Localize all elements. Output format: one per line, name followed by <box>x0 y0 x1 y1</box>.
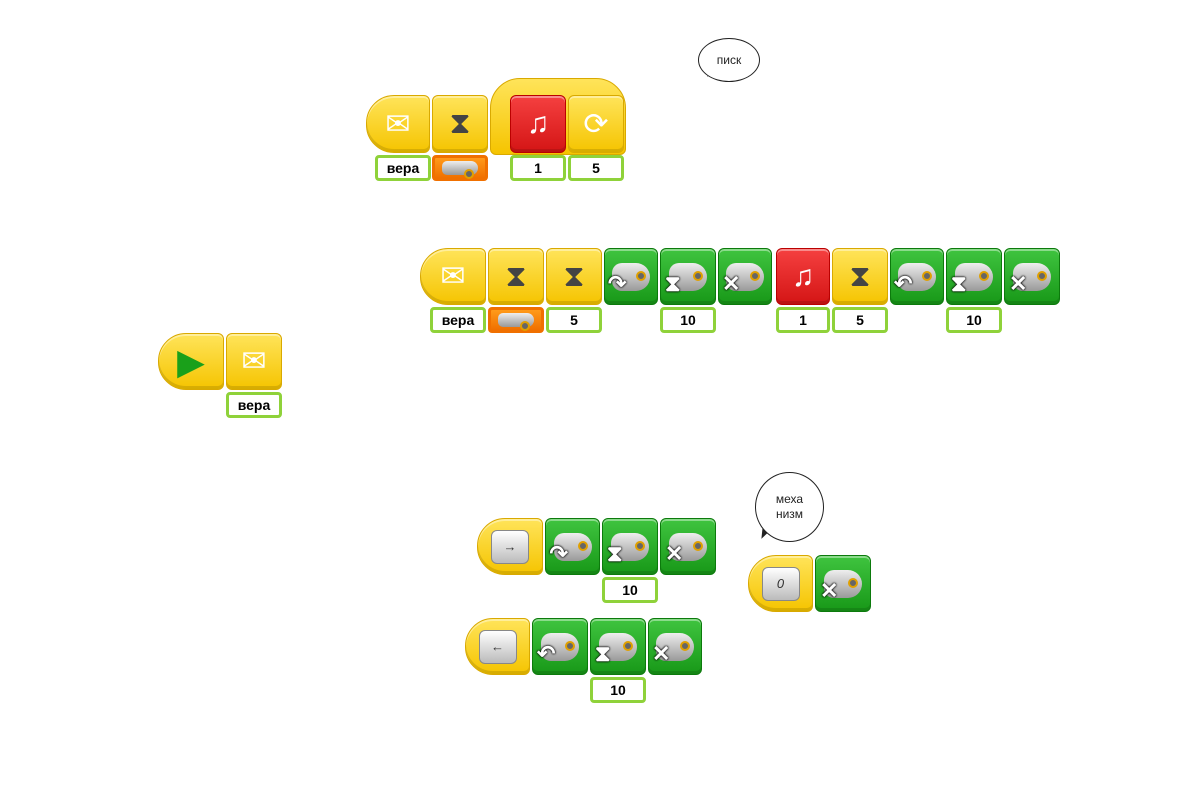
motor-counterclockwise-icon: ↶ <box>894 262 936 296</box>
motor-timer-icon: ⧗ <box>595 632 637 666</box>
start-block[interactable]: ▶ <box>158 333 224 390</box>
motor-off-icon-overlay: ✕ <box>665 540 684 566</box>
music-note-icon: ♫ <box>791 259 815 293</box>
motor-clockwise-icon: ↷ <box>608 262 650 296</box>
wait-block[interactable]: ⧗ <box>546 248 602 305</box>
hourglass-icon: ⧗ <box>505 259 527 293</box>
key-start-block[interactable]: → <box>477 518 543 575</box>
key-start-block[interactable]: 0 <box>748 555 813 612</box>
value-input[interactable]: 1 <box>510 155 566 181</box>
value-input[interactable]: вера <box>226 392 282 418</box>
key-start-block[interactable]: ← <box>465 618 530 675</box>
motor-timer-icon: ⧗ <box>665 262 707 296</box>
motor-this-way-block[interactable]: ↷ <box>545 518 600 575</box>
motor-on-for-block[interactable]: ⧗ <box>602 518 658 575</box>
sensor-brick-icon <box>442 161 478 179</box>
motor-clockwise-icon-overlay: ↷ <box>608 270 627 296</box>
motor-timer-icon-overlay: ⧗ <box>951 270 967 296</box>
speech-bubble-comment[interactable]: меха низм <box>755 472 824 542</box>
send-message-block[interactable]: ✉ <box>226 333 282 390</box>
envelope-icon: ✉ <box>440 260 466 293</box>
envelope-icon: ✉ <box>385 107 411 141</box>
value-input[interactable]: 10 <box>946 307 1002 333</box>
motor-off-icon: ✕ <box>1009 262 1051 296</box>
motor-off-block[interactable]: ✕ <box>660 518 716 575</box>
value-input[interactable]: 10 <box>590 677 646 703</box>
play-sound-block[interactable]: ♫ <box>776 248 830 305</box>
motor-off-icon-overlay: ✕ <box>722 270 741 296</box>
motor-that-way-block[interactable]: ↶ <box>532 618 588 675</box>
value-input[interactable]: 10 <box>602 577 658 603</box>
value-input[interactable]: вера <box>375 155 431 181</box>
key-zero-icon: 0 <box>761 566 800 601</box>
receive-message-block[interactable]: ✉ <box>420 248 486 305</box>
value-input[interactable]: 10 <box>660 307 716 333</box>
motor-off-block[interactable]: ✕ <box>1004 248 1060 305</box>
motor-counterclockwise-icon-overlay: ↶ <box>537 640 556 666</box>
value-input[interactable]: 5 <box>568 155 624 181</box>
motor-that-way-block[interactable]: ↶ <box>890 248 944 305</box>
motor-off-icon-overlay: ✕ <box>1009 270 1028 296</box>
value-input[interactable]: вера <box>430 307 486 333</box>
receive-message-block[interactable]: ✉ <box>366 95 430 153</box>
motor-counterclockwise-icon-overlay: ↶ <box>894 270 913 296</box>
motor-clockwise-icon-overlay: ↷ <box>549 540 568 566</box>
value-input[interactable]: 1 <box>776 307 830 333</box>
hourglass-icon: ⧗ <box>563 259 585 293</box>
wait-block[interactable]: ⧗ <box>832 248 888 305</box>
sensor-brick-icon <box>498 313 534 331</box>
wait-block[interactable]: ⧗ <box>488 248 544 305</box>
wait-block[interactable]: ⧗ <box>432 95 488 153</box>
motor-timer-icon-overlay: ⧗ <box>665 270 681 296</box>
motor-off-block[interactable]: ✕ <box>718 248 772 305</box>
motor-off-icon: ✕ <box>722 262 764 296</box>
motor-off-icon-overlay: ✕ <box>820 577 839 603</box>
hourglass-icon: ⧗ <box>449 107 471 140</box>
motor-on-for-block[interactable]: ⧗ <box>590 618 646 675</box>
motor-off-block[interactable]: ✕ <box>648 618 702 675</box>
motor-on-for-block[interactable]: ⧗ <box>946 248 1002 305</box>
motor-timer-icon: ⧗ <box>951 262 993 296</box>
value-input[interactable]: 5 <box>546 307 602 333</box>
music-note-icon: ♫ <box>526 107 550 140</box>
repeat-block[interactable]: ⟳ <box>568 95 624 153</box>
hourglass-icon: ⧗ <box>849 259 871 293</box>
sensor-brick-input[interactable] <box>488 307 544 333</box>
motor-counterclockwise-icon: ↶ <box>537 632 579 666</box>
key-right-arrow-icon: → <box>491 529 529 564</box>
motor-off-icon: ✕ <box>652 632 694 666</box>
motor-on-for-block[interactable]: ⧗ <box>660 248 716 305</box>
motor-timer-icon-overlay: ⧗ <box>607 540 623 566</box>
motor-off-icon: ✕ <box>665 532 707 566</box>
motor-clockwise-icon: ↷ <box>550 532 592 566</box>
value-input[interactable]: 5 <box>832 307 888 333</box>
sensor-brick-input[interactable] <box>432 155 488 181</box>
motor-off-icon-overlay: ✕ <box>652 640 671 666</box>
motor-timer-icon: ⧗ <box>607 532 649 566</box>
play-sound-block[interactable]: ♫ <box>510 95 566 153</box>
motor-timer-icon-overlay: ⧗ <box>595 640 611 666</box>
key-left-arrow-icon: ← <box>478 629 517 664</box>
envelope-icon: ✉ <box>241 345 267 378</box>
motor-off-icon: ✕ <box>820 569 862 603</box>
speech-bubble-comment[interactable]: писк <box>698 38 760 82</box>
play-icon: ▶ <box>177 340 205 382</box>
motor-this-way-block[interactable]: ↷ <box>604 248 658 305</box>
motor-off-block[interactable]: ✕ <box>815 555 871 612</box>
loop-icon: ⟳ <box>583 107 609 141</box>
